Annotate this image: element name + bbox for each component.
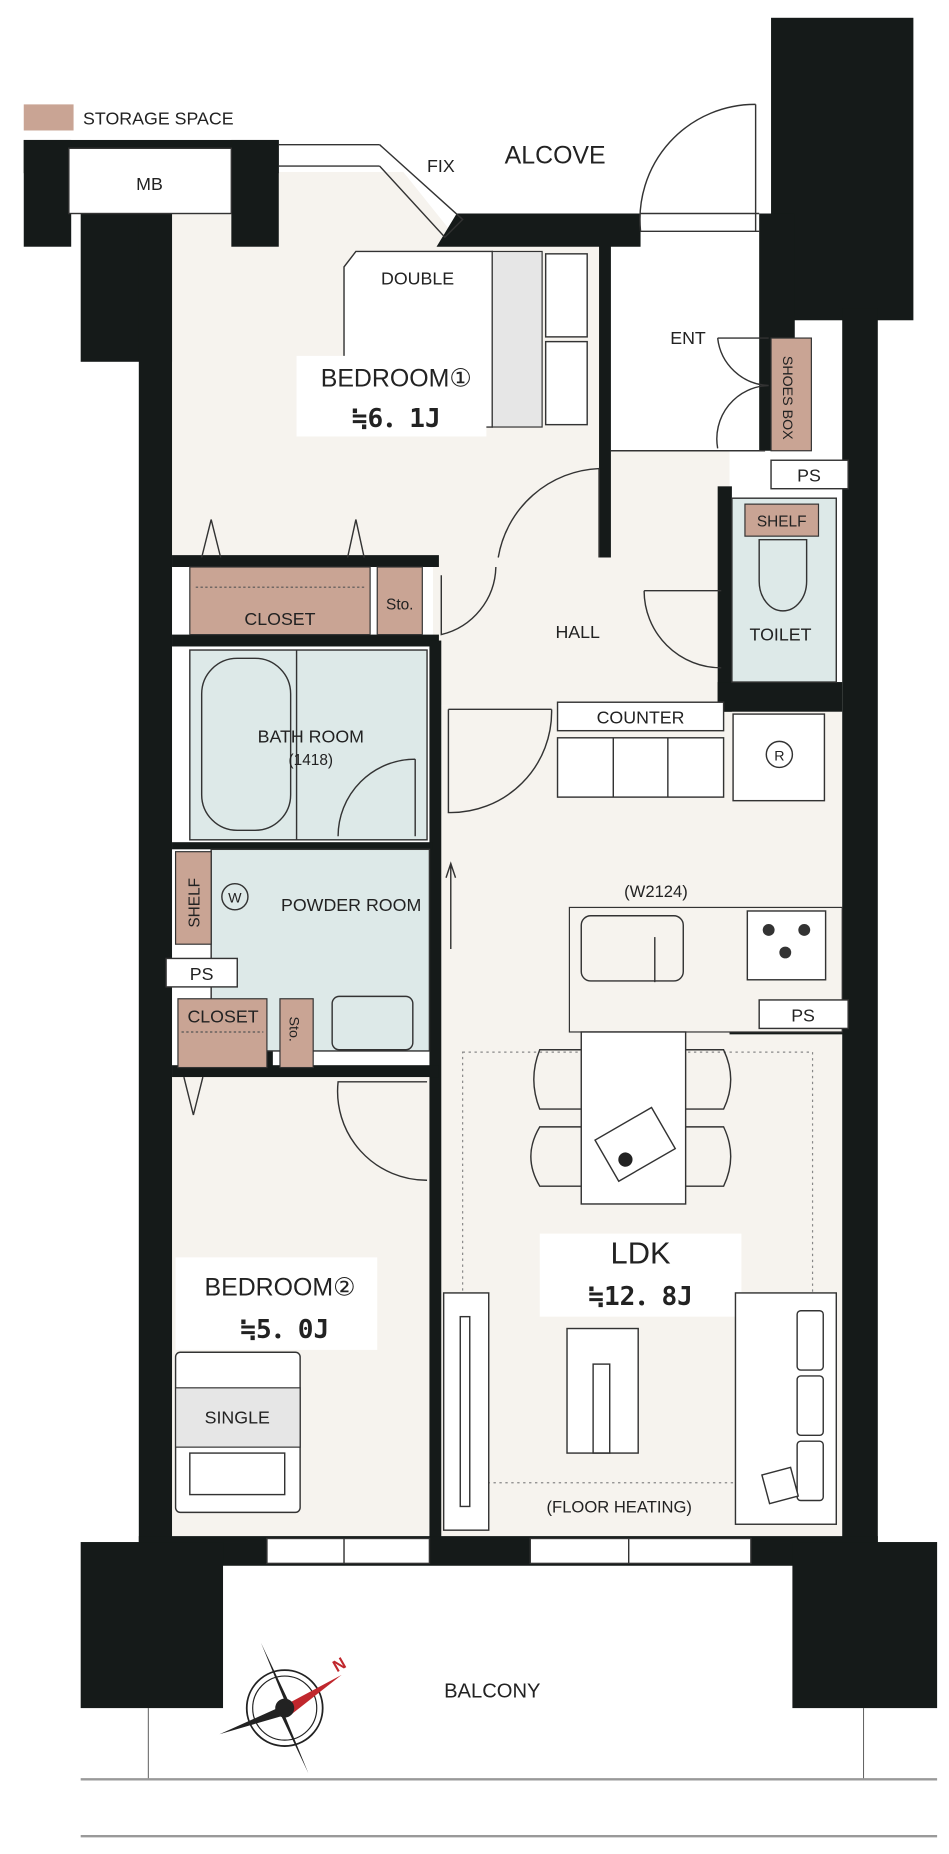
bath-door[interactable] bbox=[337, 758, 416, 837]
sto1-label: Sto. bbox=[386, 597, 413, 614]
bedroom2-door[interactable] bbox=[336, 1081, 428, 1181]
bedroom1-door[interactable] bbox=[440, 566, 497, 636]
fridge-label: R bbox=[774, 748, 784, 764]
fix-window bbox=[278, 144, 464, 239]
sto2[interactable] bbox=[279, 998, 314, 1069]
powder-shelf bbox=[174, 851, 212, 945]
closet1[interactable] bbox=[189, 566, 371, 636]
ps-right bbox=[758, 999, 849, 1030]
dining-chairs bbox=[530, 1049, 732, 1187]
mb-box bbox=[68, 147, 233, 215]
toilet-bowl-icon bbox=[758, 539, 808, 612]
balcony-railing bbox=[80, 1708, 938, 1838]
ldk-label: LDK bbox=[611, 1235, 671, 1270]
refrigerator bbox=[732, 713, 826, 802]
floor-heating-label: (FLOOR HEATING) bbox=[547, 1497, 692, 1516]
toilet-door[interactable] bbox=[643, 590, 722, 669]
sink-icon bbox=[580, 915, 684, 982]
hall-floor bbox=[432, 450, 730, 706]
kitchen-cabinets bbox=[556, 737, 725, 798]
closet2-door[interactable] bbox=[183, 1076, 204, 1116]
compass-icon bbox=[219, 1642, 342, 1774]
single-label: SINGLE bbox=[205, 1407, 270, 1427]
hall-label: HALL bbox=[555, 622, 600, 642]
sto2-label: Sto. bbox=[285, 1017, 301, 1042]
north-label: N bbox=[329, 1654, 349, 1676]
washer-label: W bbox=[228, 891, 242, 907]
floor-heating-area bbox=[462, 1051, 814, 1484]
ps-left bbox=[165, 957, 238, 988]
burner-icons bbox=[762, 924, 811, 959]
counter-label: COUNTER bbox=[597, 708, 685, 728]
ps-top-label: PS bbox=[797, 466, 821, 486]
shoe-box-door[interactable] bbox=[716, 337, 769, 449]
washer-icon bbox=[221, 882, 249, 911]
kitchen-width-label: (W2124) bbox=[624, 882, 688, 901]
bath-room-label: BATH ROOM bbox=[258, 727, 364, 747]
entrance-door[interactable] bbox=[639, 103, 760, 233]
toilet-shelf-label: SHELF bbox=[757, 514, 807, 531]
bedroom1-label: BEDROOM① bbox=[321, 365, 472, 393]
alcove-label: ALCOVE bbox=[505, 142, 606, 170]
ldk-area: ≒12．8J bbox=[588, 1282, 693, 1312]
tv-stand bbox=[442, 1292, 490, 1531]
ps-right-label: PS bbox=[791, 1005, 815, 1025]
sto1[interactable] bbox=[376, 566, 423, 636]
bedroom1-area: ≒6．1J bbox=[352, 404, 441, 434]
fridge-icon bbox=[765, 740, 794, 769]
ldk-door[interactable] bbox=[447, 708, 553, 814]
sofa bbox=[734, 1292, 837, 1525]
ent-label: ENT bbox=[670, 328, 706, 348]
toilet-label: TOILET bbox=[750, 625, 812, 645]
shoes-box bbox=[770, 337, 812, 452]
coffee-table bbox=[566, 1327, 639, 1454]
ps-left-label: PS bbox=[190, 964, 214, 984]
powder-sliding-door[interactable] bbox=[445, 861, 457, 949]
storage-swatch bbox=[23, 104, 74, 131]
fix-label: FIX bbox=[427, 156, 455, 176]
legend-label: STORAGE SPACE bbox=[83, 109, 234, 129]
tableware-icon bbox=[594, 1106, 677, 1183]
single-bed bbox=[174, 1351, 301, 1514]
counter bbox=[556, 701, 725, 732]
mb-label: MB bbox=[136, 174, 163, 194]
closet2[interactable] bbox=[177, 998, 268, 1069]
windows bbox=[266, 1537, 752, 1565]
powder-shelf-label: SHELF bbox=[186, 878, 203, 928]
toilet-shelf bbox=[744, 503, 820, 537]
closet1-label: CLOSET bbox=[244, 609, 315, 629]
powder-room-label: POWDER ROOM bbox=[281, 895, 421, 915]
stove-icon bbox=[746, 910, 827, 981]
bath-room bbox=[189, 649, 428, 841]
bedroom2-label: BEDROOM② bbox=[204, 1273, 355, 1301]
bath-size-label: (1418) bbox=[289, 752, 334, 769]
bedroom2-area: ≒5．0J bbox=[240, 1315, 329, 1345]
shoes-box-label: SHOES BOX bbox=[779, 356, 795, 440]
balcony-label: BALCONY bbox=[444, 1680, 540, 1702]
ps-top bbox=[770, 459, 849, 490]
legend: STORAGE SPACE bbox=[23, 104, 234, 131]
sink-vanity bbox=[331, 995, 414, 1051]
closet2-label: CLOSET bbox=[187, 1006, 258, 1026]
double-label: DOUBLE bbox=[381, 269, 454, 289]
